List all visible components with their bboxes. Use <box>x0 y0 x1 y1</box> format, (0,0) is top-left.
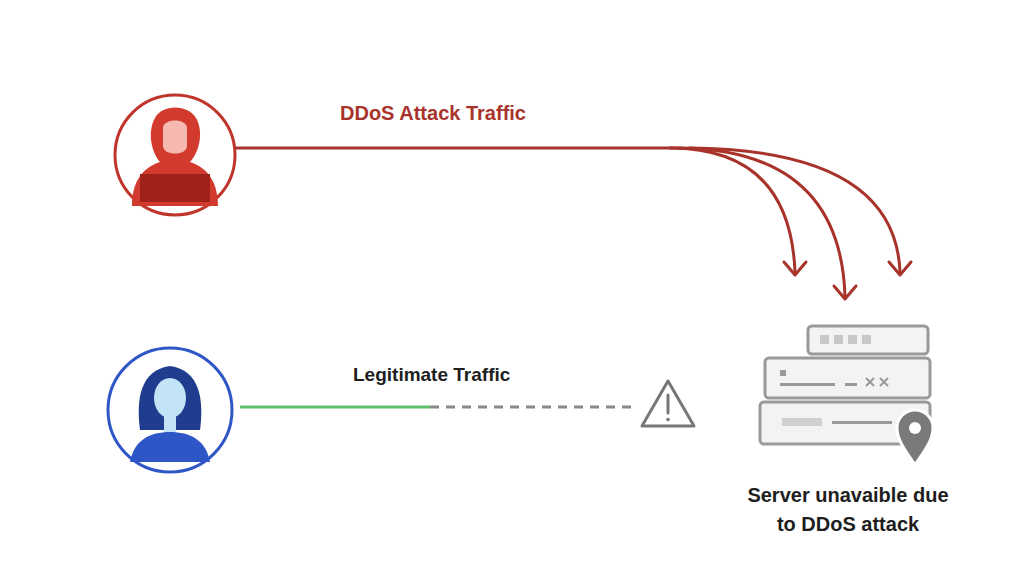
attack-arrows <box>236 148 911 299</box>
warning-icon <box>642 381 694 426</box>
blocked-line <box>430 406 635 409</box>
server-caption: Server unavaible due to DDoS attack <box>741 481 956 539</box>
traffic-label: DDoS Attack Traffic <box>340 102 526 125</box>
legit-line <box>240 406 430 409</box>
attacker-icon <box>115 95 235 215</box>
traffic-label: Legitimate Traffic <box>353 364 510 386</box>
server-node: Server unavaible due to DDoS attack <box>728 481 968 539</box>
user-icon <box>108 348 232 472</box>
server-icon <box>760 326 933 465</box>
